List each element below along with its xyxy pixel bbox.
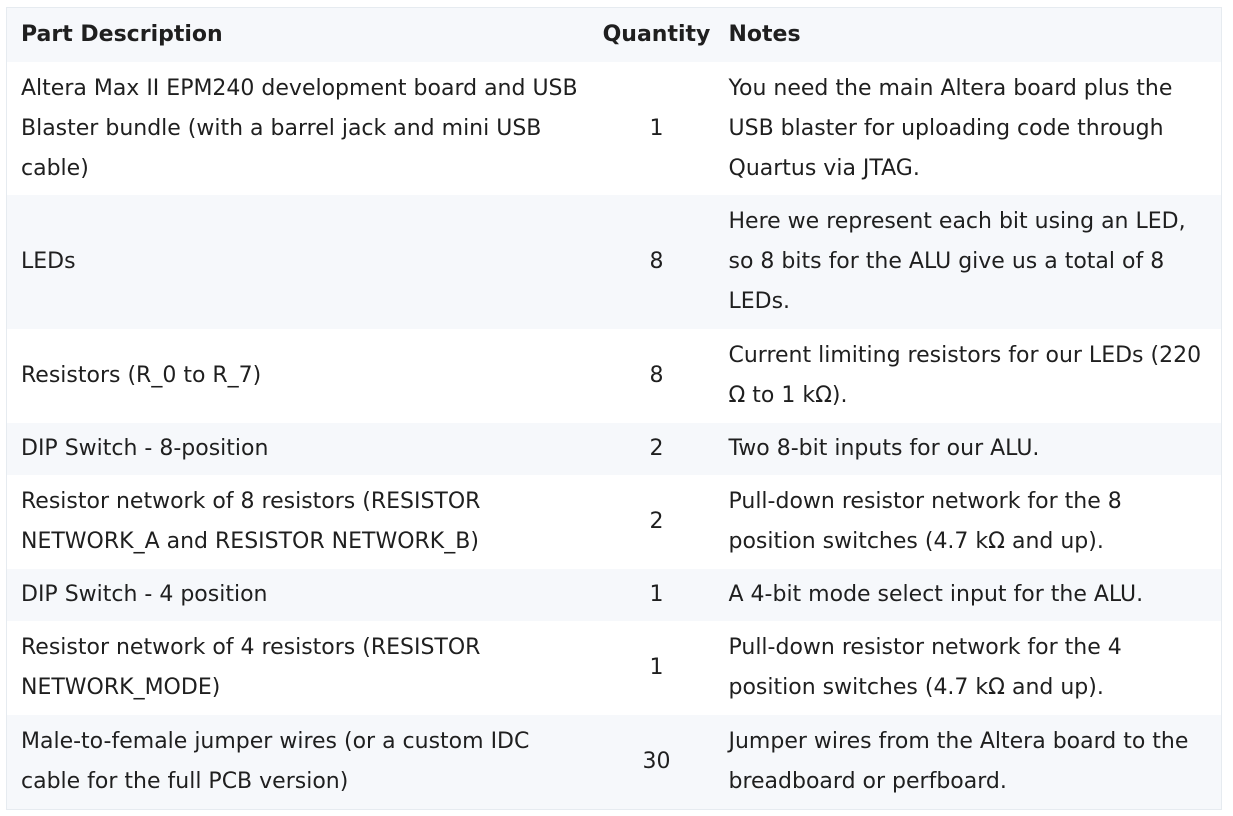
table-row: LEDs 8 Here we represent each bit using … (6, 195, 1222, 329)
table-row: Altera Max II EPM240 development board a… (6, 62, 1222, 195)
cell-description: Male-to-female jumper wires (or a custom… (21, 728, 530, 794)
cell-quantity: 2 (649, 436, 664, 461)
table-row: Resistor network of 4 resistors (RESISTO… (6, 621, 1222, 715)
cell-description: DIP Switch - 8-position (21, 436, 269, 461)
cell-quantity: 1 (649, 115, 664, 141)
cell-notes: Two 8-bit inputs for our ALU. (728, 436, 1040, 461)
header-part-description: Part Description (6, 7, 599, 62)
cell-quantity: 8 (649, 363, 664, 388)
cell-notes: A 4-bit mode select input for the ALU. (728, 582, 1144, 607)
cell-quantity: 8 (649, 249, 664, 274)
table-header: Part Description Quantity Notes (6, 7, 1222, 62)
cell-description: Resistor network of 8 resistors (RESISTO… (21, 489, 481, 554)
header-notes: Notes (714, 7, 1222, 62)
cell-notes: Current limiting resistors for our LEDs … (728, 343, 1202, 408)
table-row: Resistor network of 8 resistors (RESISTO… (6, 475, 1222, 569)
cell-description: Resistors (R_0 to R_7) (21, 363, 262, 388)
table-row: DIP Switch - 4 position 1 A 4-bit mode s… (6, 569, 1222, 621)
cell-description: Resistor network of 4 resistors (RESISTO… (21, 635, 481, 700)
cell-quantity: 2 (649, 509, 664, 534)
table-body: Altera Max II EPM240 development board a… (6, 62, 1222, 809)
table-row: DIP Switch - 8-position 2 Two 8-bit inpu… (6, 423, 1222, 475)
cell-description: Altera Max II EPM240 development board a… (21, 75, 578, 181)
table-row: Resistors (R_0 to R_7) 8 Current limitin… (6, 329, 1222, 423)
parts-table-container: Part Description Quantity Notes Altera M… (6, 7, 1222, 810)
cell-description: LEDs (21, 249, 76, 274)
parts-table: Part Description Quantity Notes Altera M… (6, 7, 1222, 810)
cell-notes: Pull-down resistor network for the 8 pos… (728, 489, 1122, 554)
cell-quantity: 30 (642, 748, 671, 774)
header-quantity: Quantity (598, 7, 715, 62)
cell-description: DIP Switch - 4 position (21, 582, 268, 607)
table-row: Male-to-female jumper wires (or a custom… (6, 715, 1222, 809)
cell-quantity: 1 (649, 582, 664, 607)
cell-notes: Pull-down resistor network for the 4 pos… (728, 635, 1122, 700)
cell-quantity: 1 (649, 655, 664, 680)
cell-notes: Here we represent each bit using an LED,… (728, 209, 1186, 314)
cell-notes: Jumper wires from the Altera board to th… (728, 728, 1189, 794)
cell-notes: You need the main Altera board plus the … (728, 75, 1173, 181)
header-row: Part Description Quantity Notes (6, 7, 1222, 62)
